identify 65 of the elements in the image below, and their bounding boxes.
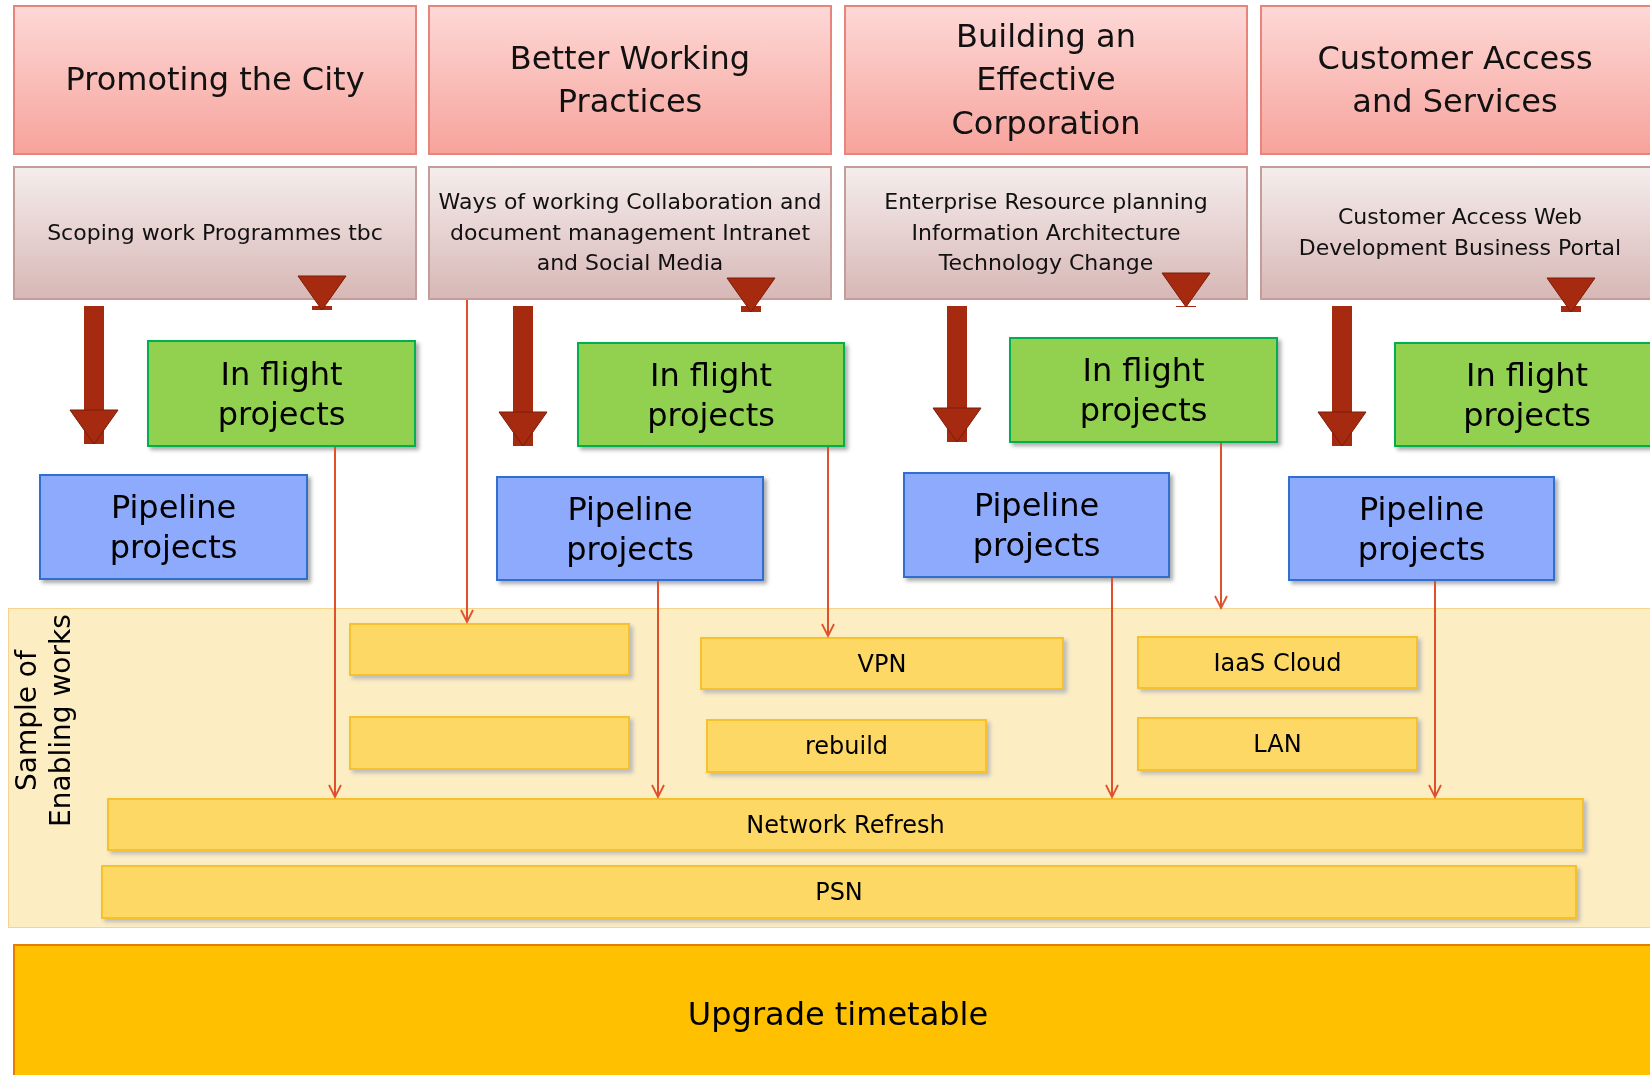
box-text: IaaS Cloud (1213, 648, 1342, 677)
box-text: Network Refresh (746, 810, 945, 839)
work-bar (101, 865, 1577, 919)
heading-box (13, 5, 417, 155)
work-bar (349, 623, 630, 676)
box-text: Customer Access Web Development Business Portal (1297, 203, 1623, 262)
box-text: VPN (857, 649, 907, 678)
heading-box (428, 5, 832, 155)
work-bar (349, 716, 630, 770)
arrow (1105, 577, 1119, 798)
heading-box (1260, 5, 1650, 155)
work-bar (706, 719, 987, 773)
topic-box (13, 166, 417, 300)
arrow (1214, 442, 1228, 609)
box-text: Pipeline projects (565, 488, 695, 569)
pipeline-box (1288, 476, 1555, 581)
box-text: Promoting the City (65, 59, 365, 101)
box-text: In flight projects (1462, 354, 1592, 435)
box-text: Pipeline projects (1356, 488, 1487, 569)
pipeline-box (903, 472, 1170, 578)
enabling-works-panel (8, 608, 1650, 928)
topic-box (844, 166, 1248, 300)
topic-box (428, 166, 832, 300)
box-text: Better Working Practices (508, 37, 752, 122)
box-text: Customer Access and Services (1316, 37, 1594, 122)
in-flight-box (1009, 337, 1278, 443)
box-text: In flight projects (216, 353, 347, 434)
work-bar (1137, 636, 1418, 689)
arrow (297, 275, 347, 311)
topic-box (1260, 166, 1650, 300)
arrow (821, 446, 835, 637)
pipeline-box (496, 476, 764, 581)
box-text: Ways of working Collaboration and document management Intranet and Social Media (438, 187, 822, 278)
timetable-bar (13, 944, 1650, 1075)
work-bar (1137, 717, 1418, 771)
arrow (1546, 277, 1596, 313)
arrow (651, 580, 665, 798)
box-text: LAN (1253, 730, 1302, 758)
box-text: Enterprise Resource planning Information Architecture Technology Change (883, 187, 1209, 278)
in-flight-box (1394, 342, 1650, 447)
arrow (460, 299, 474, 623)
arrow (69, 306, 119, 445)
box-text: Upgrade timetable (687, 995, 989, 1033)
box-text: Pipeline projects (971, 485, 1102, 565)
box-text: In flight projects (1078, 350, 1209, 430)
arrow (328, 446, 342, 798)
arrow (1161, 272, 1211, 308)
work-bar (700, 637, 1064, 690)
pipeline-box (39, 474, 308, 580)
box-text: Pipeline projects (108, 487, 239, 567)
in-flight-box (577, 342, 845, 447)
arrow (932, 306, 982, 443)
box-text: rebuild (804, 732, 889, 760)
arrow (1428, 580, 1442, 798)
box-text: PSN (815, 878, 863, 906)
box-text: Building an Effective Corporation (950, 16, 1142, 144)
box-text: Scoping work Programmes tbc (47, 218, 383, 247)
box-text: In flight projects (646, 354, 776, 435)
panel-title: Sample of Enabling works (10, 613, 78, 829)
work-bar (107, 798, 1584, 851)
arrow (498, 306, 548, 447)
arrow (1317, 306, 1367, 447)
in-flight-box (147, 340, 416, 447)
arrow (726, 277, 776, 313)
heading-box (844, 5, 1248, 155)
